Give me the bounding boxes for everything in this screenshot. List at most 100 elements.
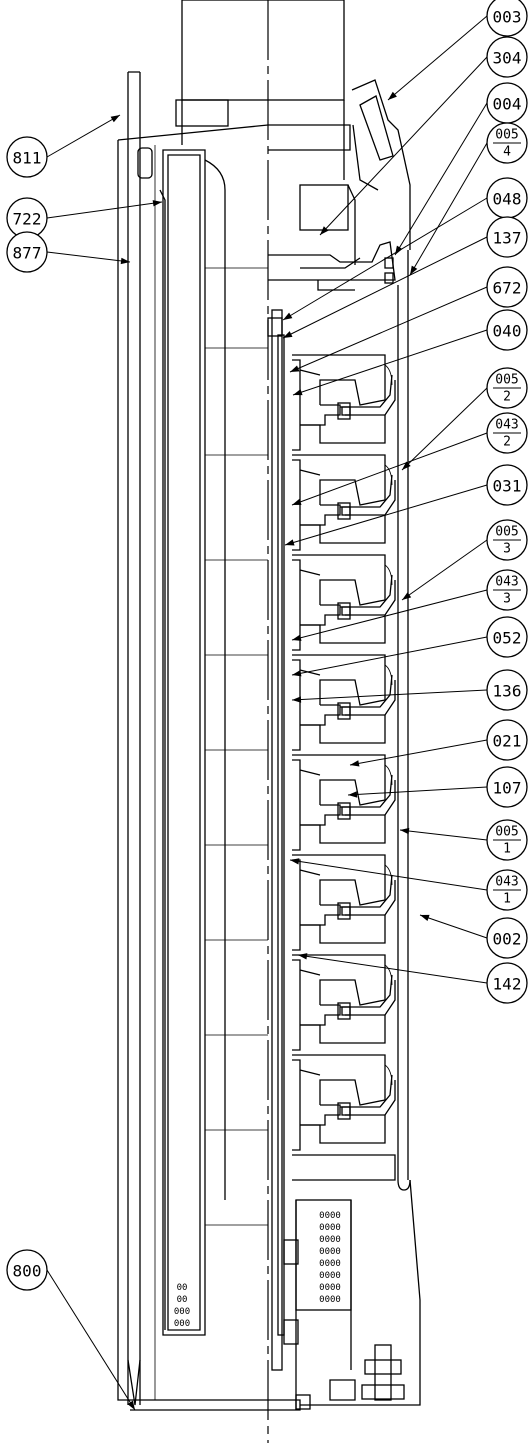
callout-arrow [152,200,162,207]
impeller-stage [292,754,396,851]
callout-leader [387,15,488,101]
callout-label: 003 [493,8,522,27]
callout-arrow [402,461,411,470]
callout-800: 800 [6,1249,136,1411]
callout-arrow [292,634,302,641]
impeller-stage [292,554,396,651]
callout-arrow [285,539,295,546]
callout-leader [284,484,488,546]
pump-shaft [267,309,285,1371]
callout-label: 002 [493,930,522,949]
callout-leader [419,914,488,939]
callout-arrow [283,331,293,338]
callout-137: 137 [282,216,528,339]
callout-circle [6,1249,48,1291]
callout-denominator: 3 [503,592,511,607]
callout-label: 004 [493,95,522,114]
callout-numerator: 005 [495,128,518,143]
inlet-strainer: 0000 0000 0000 0000 0000 0000 0000 0000 [283,1199,352,1410]
impeller-stage [292,854,396,951]
callout-leader [399,829,488,841]
callout-leader [401,539,488,601]
callout-circle [6,231,48,273]
callout-label: 137 [493,229,522,248]
callout-numerator: 005 [495,825,518,840]
impeller-stage [292,954,396,1051]
callout-arrow [292,670,302,677]
bottom-bolt [295,1344,405,1410]
callout-040: 040 [292,309,528,396]
callout-arrow [283,312,293,320]
callout-numerator: 043 [495,875,518,890]
motor-casing-left [117,124,301,1411]
callout-031: 031 [284,464,528,546]
callout-denominator: 1 [503,892,511,907]
svg-text:0000: 0000 [319,1283,341,1293]
callout-leader [291,689,488,701]
callout-arrow [120,257,130,265]
callout-arrow [410,265,418,275]
callout-circle [486,719,528,761]
impeller-stage [292,654,396,751]
callout-label: 136 [493,682,522,701]
callout-leader [291,636,488,676]
impeller-stages [292,354,396,1181]
callout-021: 021 [349,719,528,767]
callout-leader [46,114,121,158]
callout-arrow [320,226,329,235]
callout-label: 052 [493,629,522,648]
callout-label: 811 [13,149,42,168]
callout-leader [289,859,488,891]
callout-circle [486,464,528,506]
callout-circle [486,962,528,1004]
callout-label: 800 [13,1262,42,1281]
callout-numerator: 043 [495,418,518,433]
callout-label: 142 [493,975,522,994]
callout-arrow [350,760,360,767]
impeller-stage [292,354,396,451]
callout-label: 107 [493,779,522,798]
callout-107: 107 [347,766,528,808]
callout-leader [297,954,488,984]
svg-text:00: 00 [177,1295,188,1305]
cable-channel [159,149,226,1336]
svg-text:0000: 0000 [319,1247,341,1257]
callout-arrow [290,365,300,372]
callout-numerator: 043 [495,575,518,590]
svg-text:000: 000 [174,1319,190,1329]
callout-leader [46,201,163,219]
callout-circle [486,669,528,711]
callout-004: 004 [394,82,528,256]
callout-circle [486,309,528,351]
callout-arrow [348,791,358,798]
callout-label: 672 [493,279,522,298]
callout-leader [349,739,488,766]
callout-002: 002 [419,914,528,959]
strainer-holes-left: 00 00 000 000 [174,1283,190,1329]
callout-arrow [388,91,397,100]
callout-denominator: 1 [503,842,511,857]
callout-label: 048 [493,190,522,209]
callout-layer: 0033040040054048137672040005204320310053… [6,0,528,1411]
svg-text:0000: 0000 [319,1295,341,1305]
callout-811: 811 [6,114,121,178]
callout-arrow [127,1400,135,1410]
callout-arrow [110,115,120,123]
svg-text:0000: 0000 [319,1223,341,1233]
callout-denominator: 2 [503,435,511,450]
callout-leader [401,387,488,471]
callout-304: 304 [319,36,528,236]
callout-leader [292,329,488,396]
callout-leader [409,142,488,276]
callout-arrow [420,914,430,921]
motor-top-block [175,0,345,180]
svg-text:00: 00 [177,1283,188,1293]
cable-entry [268,79,411,265]
callout-arrow [292,696,302,703]
svg-text:0000: 0000 [319,1259,341,1269]
